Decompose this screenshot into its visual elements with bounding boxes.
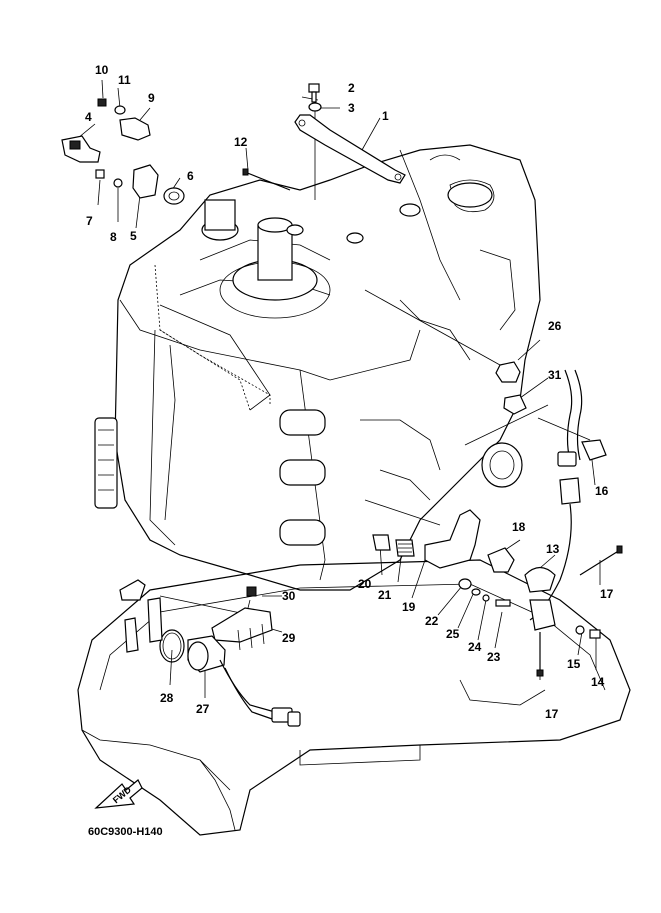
callout-7: 7: [86, 214, 93, 228]
callout-23: 23: [487, 650, 501, 664]
callout-17-upper: 17: [600, 587, 614, 601]
power-head: [94, 144, 541, 591]
callout-30: 30: [282, 589, 296, 603]
callout-25: 25: [446, 627, 460, 641]
callout-14: 14: [591, 675, 605, 689]
callout-15: 15: [567, 657, 581, 671]
callout-13: 13: [546, 542, 560, 556]
callout-labels: 1 2 3 4 5 6 7 8 9 10 11 12 13 14 15 16 1…: [85, 63, 614, 721]
callout-5: 5: [130, 229, 137, 243]
callout-29: 29: [282, 631, 296, 645]
callout-3: 3: [348, 101, 355, 115]
callout-18: 18: [512, 520, 526, 534]
callout-1: 1: [382, 109, 389, 123]
leader-lines: [77, 79, 601, 698]
fwd-arrow-icon: FWD: [94, 779, 143, 809]
callout-11: 11: [118, 73, 131, 87]
callout-2: 2: [348, 81, 355, 95]
callout-22: 22: [425, 614, 439, 628]
callout-6: 6: [187, 169, 194, 183]
callout-19: 19: [402, 600, 416, 614]
callout-17-lower: 17: [545, 707, 559, 721]
callout-20: 20: [358, 577, 372, 591]
callout-21: 21: [378, 588, 392, 602]
callout-8: 8: [110, 230, 117, 244]
callout-9: 9: [148, 91, 155, 105]
callout-26: 26: [548, 319, 562, 333]
callout-16: 16: [595, 484, 609, 498]
callout-27: 27: [196, 702, 210, 716]
bottom-cowling: [77, 559, 631, 836]
callout-28: 28: [160, 691, 174, 705]
callout-12: 12: [234, 135, 248, 149]
callout-24: 24: [468, 640, 482, 654]
diagram-code: 60C9300-H140: [88, 826, 163, 838]
callout-10: 10: [95, 63, 109, 77]
parts: [61, 83, 623, 727]
callout-4: 4: [85, 110, 92, 124]
callout-31: 31: [548, 368, 562, 382]
